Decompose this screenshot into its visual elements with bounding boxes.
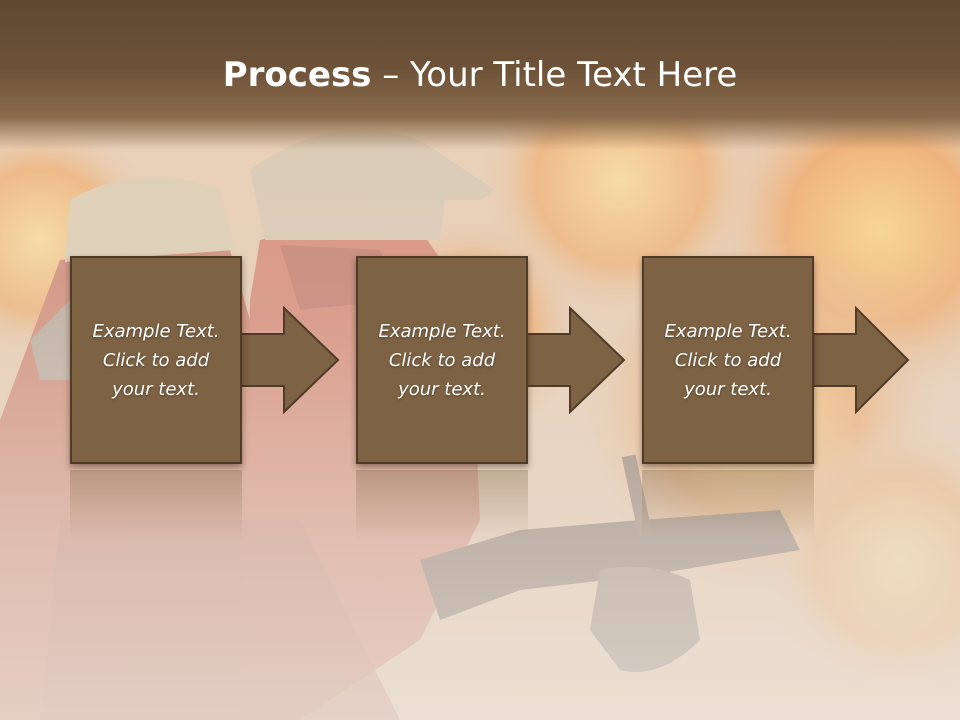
- process-step-3[interactable]: Example Text. Click to add your text.: [642, 256, 960, 468]
- arrow-right-icon: [239, 305, 340, 415]
- step-reflection: [642, 470, 814, 540]
- process-step-2[interactable]: Example Text. Click to add your text.: [356, 256, 696, 468]
- step-text: Example Text. Click to add your text.: [378, 320, 506, 400]
- arrow-right-icon: [525, 305, 626, 415]
- step-text-box[interactable]: Example Text. Click to add your text.: [356, 256, 528, 464]
- step-reflection: [356, 470, 528, 540]
- slide-title[interactable]: Process – Your Title Text Here: [0, 52, 960, 98]
- title-band: [0, 0, 960, 150]
- step-reflection: [70, 470, 242, 540]
- step-text-box[interactable]: Example Text. Click to add your text.: [642, 256, 814, 464]
- title-bold: Process: [222, 55, 372, 95]
- title-rest: – Your Title Text Here: [371, 55, 738, 95]
- arrow-right-icon: [811, 305, 910, 415]
- step-text: Example Text. Click to add your text.: [92, 320, 220, 400]
- step-text: Example Text. Click to add your text.: [664, 320, 792, 400]
- process-step-1[interactable]: Example Text. Click to add your text.: [70, 256, 410, 468]
- step-text-box[interactable]: Example Text. Click to add your text.: [70, 256, 242, 464]
